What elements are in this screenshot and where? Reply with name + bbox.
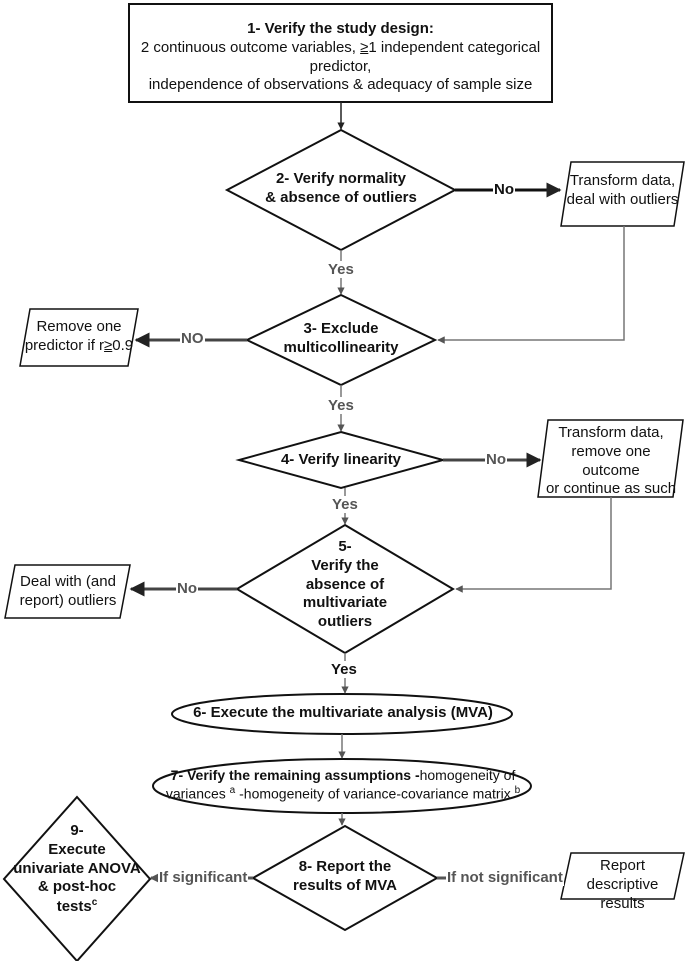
step6-text: 6- Execute the multivariate analysis (MV… — [193, 704, 493, 721]
remove-predictor-text: Remove one predictor if r≥0.9 — [24, 318, 134, 356]
step3-line2: multicollinearity — [283, 338, 399, 356]
transform1-text: Transform data, deal with outliers — [566, 172, 679, 210]
step7-text: 7- Verify the remaining assumptions -hom… — [160, 767, 526, 803]
edge-transform1-to-3 — [437, 226, 625, 344]
transform1-parallelogram — [560, 161, 685, 227]
step9-line3: univariate ANOVA — [13, 859, 141, 877]
step8-diamond — [250, 824, 440, 932]
edge-label-yes-3: Yes — [327, 397, 355, 414]
edge-label-no-5: No — [176, 580, 198, 597]
edge-label-not-significant: If not significant — [446, 869, 564, 886]
step3-text: 3- Exclude multicollinearity — [266, 320, 416, 358]
step7-sup-a: a — [229, 784, 236, 796]
step5-text: 5- Verify the absence of multivariate ou… — [265, 538, 425, 632]
step9-line5: tests — [56, 898, 92, 915]
step9-line2: Execute — [48, 840, 106, 858]
deal-outliers-parallelogram — [4, 564, 131, 619]
step4-diamond — [235, 430, 447, 490]
step5-line3: absence of multivariate — [302, 575, 388, 612]
deal-outliers-line1: Deal with (and — [20, 573, 116, 590]
step1-box — [128, 3, 553, 103]
step8-text: 8- Report the results of MVA — [280, 858, 410, 896]
edge-label-no-2: No — [493, 181, 515, 198]
step5-line2: Verify the — [311, 556, 379, 574]
step1-ge-symbol: ≥ — [360, 38, 369, 56]
edge-label-yes-4: Yes — [331, 496, 359, 513]
step3-line1: 3- Exclude — [303, 320, 379, 337]
edge-label-yes-2: Yes — [327, 261, 355, 278]
remove-predictor-parallelogram — [19, 308, 139, 367]
report-desc-line1: Report descriptive — [586, 857, 659, 893]
deal-outliers-text: Deal with (and report) outliers — [9, 573, 127, 611]
step5-line4: outliers — [317, 613, 373, 630]
step1-line2: independence of observations & adequacy … — [148, 76, 533, 94]
step8-line1: 8- Report the — [298, 858, 392, 875]
step7-bold: 7- Verify the remaining assumptions - — [170, 767, 420, 783]
transform2-text: Transform data, remove one outcome or co… — [542, 424, 680, 499]
transform2-line1: Transform data, — [558, 424, 664, 441]
report-desc-text: Report descriptive results — [566, 857, 679, 913]
step9-line4: & post-hoc — [37, 878, 117, 896]
step1-text: 1- Verify the study design: 2 continuous… — [131, 20, 550, 95]
edge-label-no-4: No — [485, 451, 507, 468]
remove-predictor-line1: Remove one — [36, 318, 122, 335]
step1-title: 1- Verify the study design: — [247, 20, 434, 37]
step9-sup-c: c — [91, 897, 98, 908]
edge-label-yes-5: Yes — [330, 661, 358, 678]
step2-line2: & absence of outliers — [265, 188, 417, 206]
step9-diamond — [2, 795, 152, 961]
step7-sup-b: b — [514, 784, 521, 796]
step8-line2: results of MVA — [293, 876, 397, 894]
edge-label-significant: If significant — [158, 869, 249, 886]
transform2-line3: or continue as such — [545, 480, 677, 498]
edge-label-no-3: NO — [180, 330, 205, 347]
deal-outliers-line2: report) outliers — [19, 591, 117, 609]
transform2-line2: remove one outcome — [571, 442, 651, 479]
step7-normal1: homogeneity of — [419, 767, 516, 783]
step1-line1a: 2 continuous outcome variables, — [140, 38, 361, 56]
step2-text: 2- Verify normality & absence of outlier… — [251, 170, 431, 208]
step7-line2a: variances — [165, 785, 230, 802]
edge-transform2-to-5 — [455, 497, 612, 593]
remove-predictor-line2b: 0.9 — [112, 336, 134, 354]
remove-predictor-ge: ≥ — [104, 336, 113, 354]
step5-line1: 5- — [338, 538, 352, 555]
step4-line1: 4- Verify linearity — [280, 451, 402, 468]
transform1-line1: Transform data, — [569, 172, 676, 189]
step1-line1b: 1 independent categorical predictor, — [309, 38, 541, 75]
step9-text: 9- Execute univariate ANOVA & post-hoc t… — [10, 822, 144, 917]
transform2-parallelogram — [537, 419, 684, 498]
report-desc-line2: results — [600, 894, 645, 912]
step9-line1: 9- — [70, 822, 84, 839]
step2-line1: 2- Verify normality — [275, 170, 407, 187]
step7-line2b: -homogeneity of variance-covariance matr… — [235, 785, 515, 802]
step4-text: 4- Verify linearity — [266, 451, 416, 470]
transform1-line2: deal with outliers — [566, 190, 679, 208]
remove-predictor-line2a: predictor if r — [24, 336, 105, 354]
